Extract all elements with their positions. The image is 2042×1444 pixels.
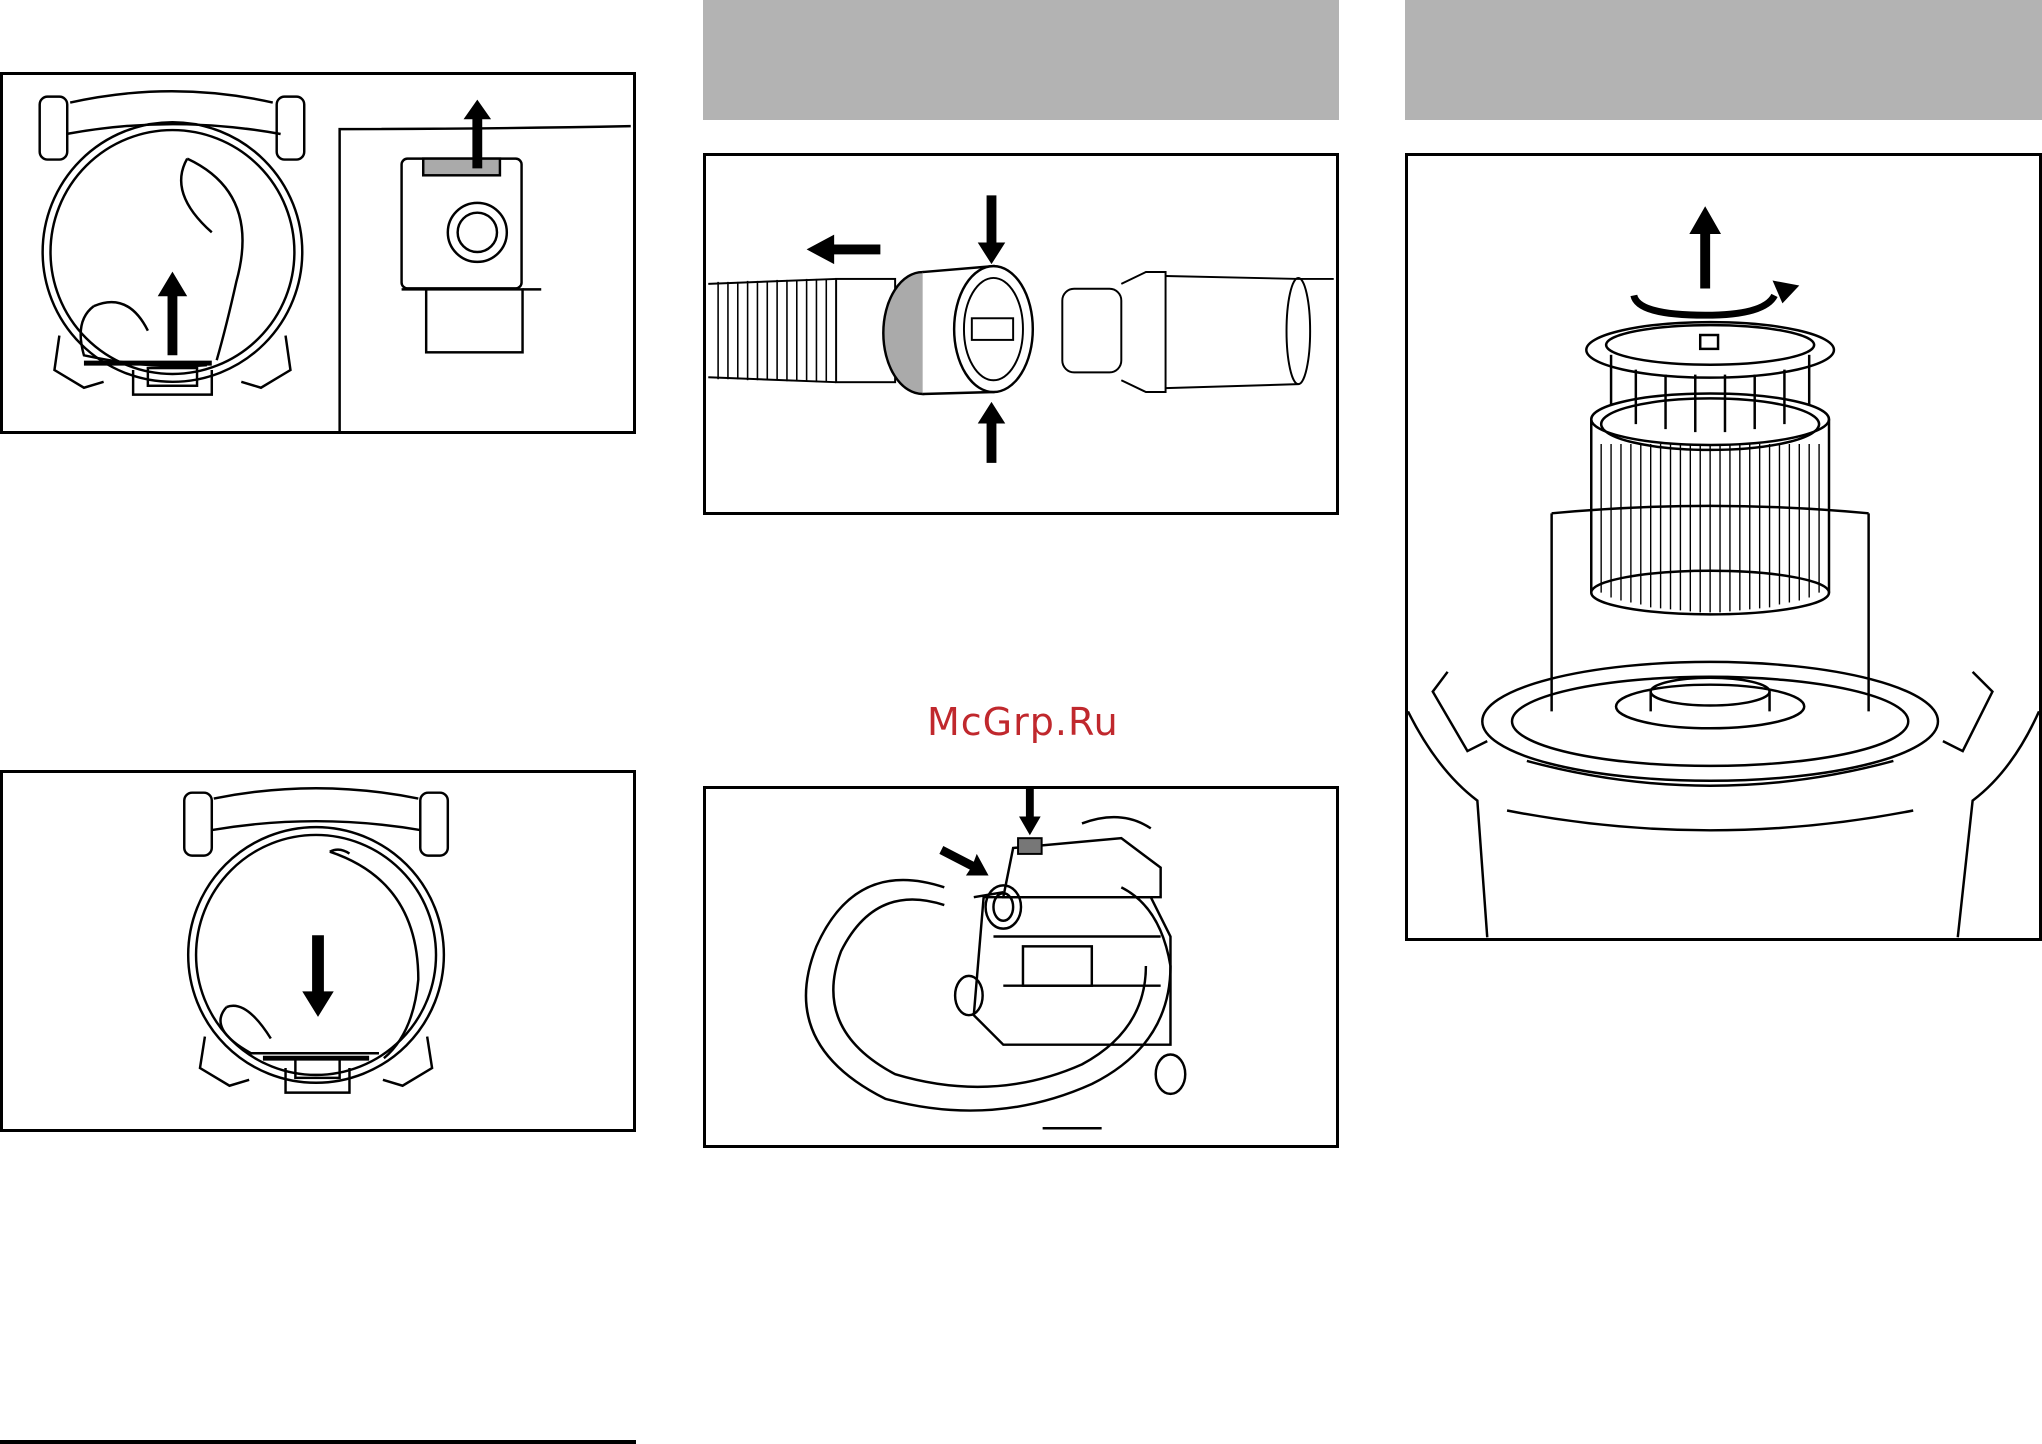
header-bar-right	[1405, 0, 2042, 120]
figure-hose-release	[703, 153, 1339, 515]
down-arrow	[978, 195, 1006, 264]
down-arrow	[302, 935, 333, 1017]
up-arrow	[978, 402, 1006, 463]
up-arrow	[1689, 206, 1721, 288]
figure-dust-bag-insert	[0, 770, 636, 1132]
rotate-arrow	[1634, 281, 1799, 316]
left-arrow	[807, 235, 881, 265]
figure-filter-removal	[1405, 153, 2042, 941]
dust-bag-insert-illustration	[3, 773, 633, 1129]
diagonal-arrow	[939, 846, 988, 876]
hose-release-illustration	[706, 156, 1336, 512]
up-arrow	[158, 272, 188, 356]
header-bar-middle	[703, 0, 1339, 120]
bottom-rule	[0, 1440, 636, 1444]
filter-removal-illustration	[1408, 156, 2039, 938]
down-arrow	[1019, 789, 1041, 835]
watermark-text: McGrp.Ru	[927, 700, 1119, 744]
figure-dust-bag-removal	[0, 72, 636, 434]
dust-bag-removal-illustration	[3, 75, 633, 431]
vacuum-hose-attach-illustration	[706, 789, 1336, 1145]
figure-vacuum-hose-attach	[703, 786, 1339, 1148]
